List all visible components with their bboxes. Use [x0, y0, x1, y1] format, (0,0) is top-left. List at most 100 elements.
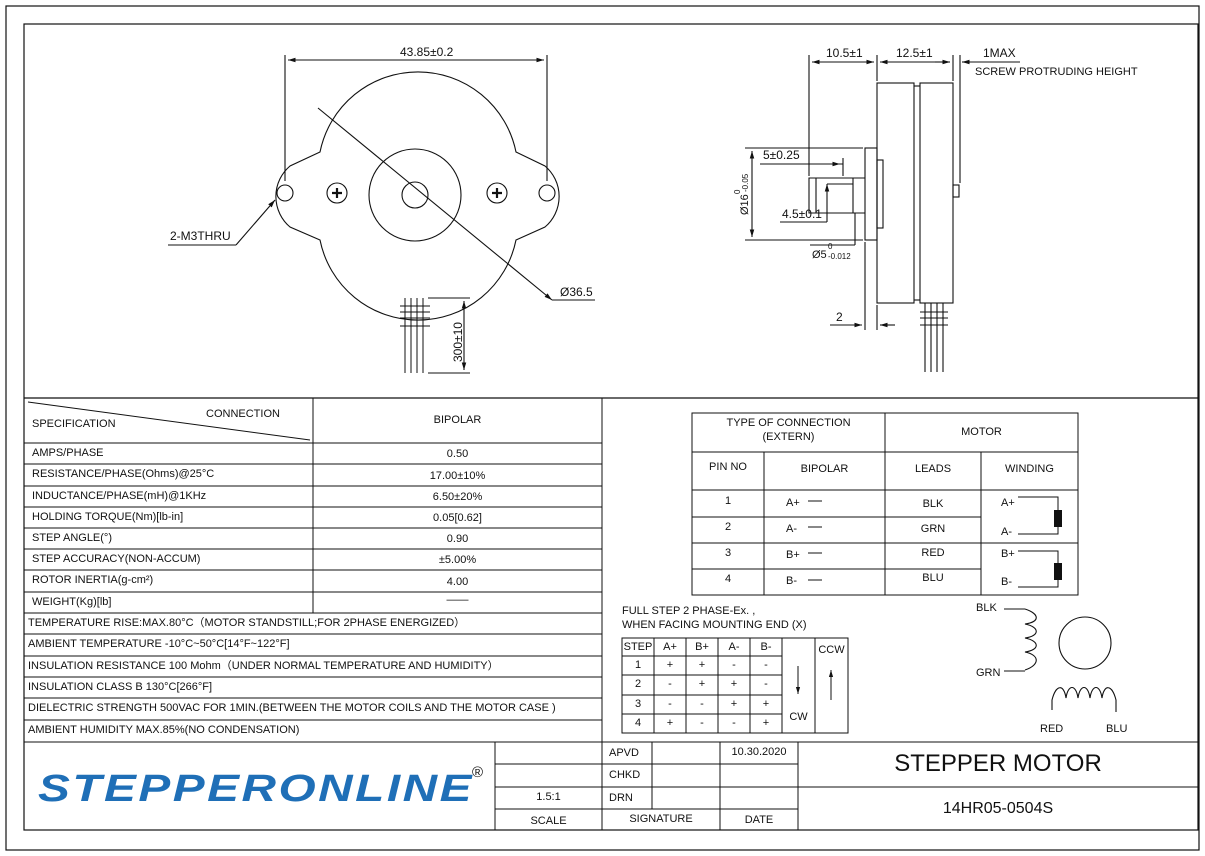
spec-row-value: 6.50±20% — [432, 491, 483, 503]
tol-shaft-lower: -0.012 — [828, 252, 851, 261]
mount-hole-right — [538, 184, 556, 202]
wire-label-blu: BLU — [1106, 723, 1128, 735]
registered-mark: ® — [472, 764, 483, 781]
winding-b-coil — [1054, 563, 1062, 580]
conn-pin: 3 — [724, 547, 732, 559]
date-value: 10.30.2020 — [731, 746, 787, 758]
conn-winding: A+ — [1001, 497, 1015, 509]
step-cell: + — [698, 659, 706, 671]
spec-row-label: RESISTANCE/PHASE(Ohms)@25°C — [32, 468, 215, 480]
conn-type-header: TYPE OF CONNECTION — [726, 417, 851, 429]
apvd-label: APVD — [609, 747, 639, 759]
step-cell: - — [764, 678, 768, 690]
step-col-header: B- — [760, 641, 772, 653]
label-mount-holes: 2-M3THRU — [170, 229, 231, 243]
winding-a-coil — [1054, 510, 1062, 527]
tol-shaft-upper: 0 — [828, 242, 833, 251]
spec-row-value: 0.90 — [446, 533, 469, 545]
dim-boss-diameter: Ø16 — [739, 194, 751, 215]
conn-type-subheader: (EXTERN) — [762, 431, 815, 443]
spec-header-specification: SPECIFICATION — [32, 418, 116, 430]
spec-row-label: STEP ACCURACY(NON-ACCUM) — [32, 553, 201, 565]
spec-row-label: STEP ANGLE(°) — [32, 532, 112, 544]
step-cell: + — [762, 717, 770, 729]
inner-frame — [23, 23, 1199, 831]
side-view — [745, 55, 1020, 372]
spec-row-label: HOLDING TORQUE(Nm)[lb-in] — [32, 511, 184, 523]
spec-row-label: INDUCTANCE/PHASE(mH)@1KHz — [32, 490, 207, 502]
step-col-header: STEP — [623, 641, 653, 653]
conn-winding: B+ — [1001, 548, 1015, 560]
step-cell: + — [666, 659, 674, 671]
conn-bipolar: B+ — [786, 549, 800, 561]
conn-bipolar: A- — [786, 523, 797, 535]
chkd-label: CHKD — [609, 769, 641, 781]
conn-col-pin: PIN NO — [709, 461, 747, 473]
dim-flange: 2 — [836, 310, 843, 324]
note-screw-height: SCREW PROTRUDING HEIGHT — [975, 66, 1138, 78]
drn-label: DRN — [609, 792, 633, 804]
dim-mount-span: 43.85±0.2 — [400, 45, 454, 59]
step-col-header: A- — [728, 641, 740, 653]
conn-lead: BLU — [922, 572, 944, 584]
rotor-circle — [1058, 616, 1112, 670]
conn-col-leads: LEADS — [914, 463, 952, 475]
spec-note: DIELECTRIC STRENGTH 500VAC FOR 1MIN.(BET… — [28, 702, 556, 714]
step-col-header: B+ — [695, 641, 709, 653]
step-cell: + — [698, 678, 706, 690]
conn-bipolar: B- — [786, 575, 797, 587]
scale-label: SCALE — [530, 815, 567, 827]
conn-col-bipolar: BIPOLAR — [800, 463, 849, 475]
step-cell: 2 — [634, 678, 642, 690]
motor-body-outline — [275, 71, 560, 321]
spec-row-value: ±5.00% — [438, 554, 477, 566]
part-number: 14HR05-0504S — [942, 800, 1054, 817]
step-col-header: A+ — [663, 641, 677, 653]
drawing-title: STEPPER MOTOR — [894, 750, 1102, 777]
step-subtitle: WHEN FACING MOUNTING END (X) — [622, 619, 807, 631]
conn-pin: 2 — [724, 521, 732, 533]
conn-lead: GRN — [920, 523, 946, 535]
step-cell: - — [764, 659, 768, 671]
step-cell: - — [668, 698, 672, 710]
spec-row-value: —— — [446, 594, 469, 606]
dim-shaft-diameter: Ø5 — [812, 249, 827, 261]
conn-motor-header: MOTOR — [961, 426, 1002, 438]
step-cell: + — [762, 698, 770, 710]
mount-hole-left — [276, 184, 294, 202]
step-cell: + — [730, 698, 738, 710]
dim-shaft-flat: 4.5±0.1 — [782, 207, 822, 221]
conn-pin: 4 — [724, 573, 732, 585]
step-cell: + — [730, 678, 738, 690]
spec-row-value: 4.00 — [446, 576, 469, 588]
title-block-grid — [494, 742, 1198, 830]
wiring-diagram — [1004, 608, 1117, 712]
screw-right — [486, 182, 508, 204]
step-cell: 3 — [634, 698, 642, 710]
spec-row-value: 0.50 — [446, 448, 469, 460]
conn-winding: A- — [1001, 526, 1012, 538]
wire-label-red: RED — [1040, 723, 1064, 735]
spec-row-label: ROTOR INERTIA(g-cm²) — [32, 574, 154, 586]
wire-label-grn: GRN — [976, 667, 1001, 679]
step-ccw-label: CCW — [818, 644, 845, 656]
conn-lead: RED — [921, 547, 945, 559]
outer-frame — [5, 5, 1200, 851]
dim-side-a: 10.5±1 — [826, 46, 863, 60]
spec-note: AMBIENT HUMIDITY MAX.85%(NO CONDENSATION… — [28, 724, 300, 736]
spec-note: INSULATION CLASS B 130°C[266°F] — [28, 681, 213, 693]
step-cell: 4 — [634, 717, 642, 729]
step-cell: - — [668, 678, 672, 690]
spec-table-grid — [24, 398, 1198, 830]
spec-row-label: AMPS/PHASE — [32, 447, 104, 459]
tol-boss-upper: 0 — [733, 189, 742, 194]
step-title: FULL STEP 2 PHASE-Ex. , — [622, 605, 756, 617]
tol-boss-lower: -0.05 — [741, 173, 750, 192]
spec-row-value: 17.00±10% — [429, 470, 486, 482]
conn-winding: B- — [1001, 576, 1012, 588]
spec-note: AMBIENT TEMPERATURE -10°C~50°C[14°F~122°… — [28, 638, 290, 650]
dim-side-b: 12.5±1 — [896, 46, 933, 60]
scale-value: 1.5:1 — [536, 791, 561, 803]
step-cell: 1 — [634, 659, 642, 671]
